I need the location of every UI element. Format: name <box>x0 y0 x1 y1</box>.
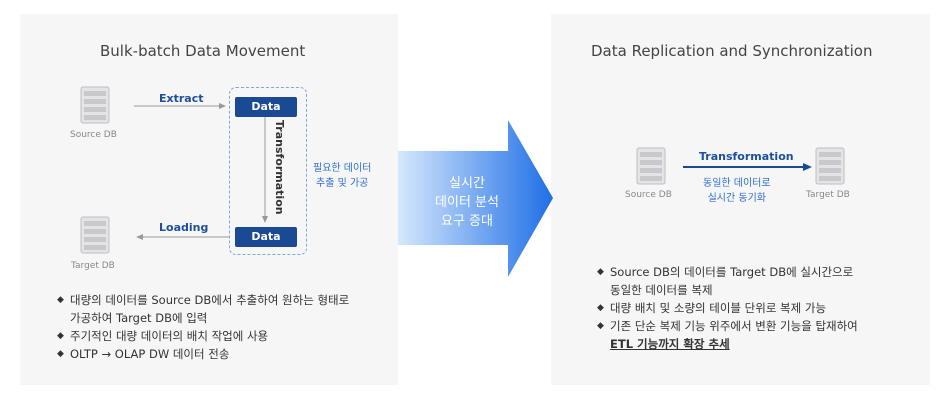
list-item: ◆ Source DB의 데이터를 Target DB에 실시간으로 동일한 데… <box>597 265 854 297</box>
left-bullet-list: ◆ 대량의 데이터를 Source DB에서 추출하여 원하는 형태로 가공하여… <box>57 291 349 363</box>
right-note-line1: 동일한 데이터로 <box>703 178 771 189</box>
center-line2: 데이터 분석 <box>435 195 499 210</box>
list-item: ◆ 주기적인 대량 데이터의 배치 작업에 사용 <box>57 329 269 343</box>
left-source-db-label: Source DB <box>70 130 117 140</box>
center-arrow-text: 실시간 데이터 분석 요구 증대 <box>424 174 510 231</box>
diamond-bullet-icon: ◆ <box>57 331 64 341</box>
server-db-icon <box>80 86 110 124</box>
diamond-bullet-icon: ◆ <box>597 303 604 313</box>
right-source-db-label: Source DB <box>625 190 672 200</box>
list-item: ◆ 대량 배치 및 소량의 테이블 단위로 복제 가능 <box>597 301 827 315</box>
left-note-line2: 추출 및 가공 <box>316 178 369 189</box>
transformation-down-arrow <box>262 117 268 223</box>
right-note-line2: 실시간 동기화 <box>707 193 766 204</box>
transformation-frame <box>229 87 307 255</box>
list-item: ◆ 기존 단순 복제 기능 위주에서 변환 기능을 탑재하여 ETL 기능까지 … <box>597 319 858 351</box>
diamond-bullet-icon: ◆ <box>597 267 604 277</box>
server-db-icon <box>80 216 110 254</box>
replication-title: Data Replication and Synchronization <box>591 42 873 60</box>
extract-arrow <box>134 103 226 109</box>
loading-label: Loading <box>159 221 209 234</box>
extract-label: Extract <box>159 92 204 105</box>
transformation-vertical-label: Transformation <box>273 120 286 215</box>
right-note: 동일한 데이터로 실시간 동기화 <box>703 176 771 206</box>
left-note-line1: 필요한 데이터 <box>313 163 372 174</box>
server-db-icon <box>815 147 845 185</box>
left-target-db-label: Target DB <box>71 261 115 271</box>
right-target-db-label: Target DB <box>806 190 850 200</box>
right-bullet-list: ◆ Source DB의 데이터를 Target DB에 실시간으로 동일한 데… <box>597 263 858 353</box>
list-item: ◆ OLTP → OLAP DW 데이터 전송 <box>57 347 230 361</box>
data-box-bottom: Data <box>235 227 297 247</box>
right-transformation-arrow <box>683 163 812 171</box>
loading-arrow <box>136 234 229 240</box>
bulk-batch-title: Bulk-batch Data Movement <box>100 42 306 60</box>
replication-panel <box>551 14 930 385</box>
bulk-batch-panel <box>20 14 398 385</box>
server-db-icon <box>636 147 666 185</box>
left-note: 필요한 데이터 추출 및 가공 <box>313 161 371 191</box>
diamond-bullet-icon: ◆ <box>57 295 64 305</box>
diamond-bullet-icon: ◆ <box>57 349 64 359</box>
list-item: ◆ 대량의 데이터를 Source DB에서 추출하여 원하는 형태로 가공하여… <box>57 293 350 325</box>
center-line3: 요구 증대 <box>441 214 493 229</box>
center-line1: 실시간 <box>449 176 485 191</box>
data-box-top: Data <box>235 97 297 117</box>
diamond-bullet-icon: ◆ <box>597 321 604 331</box>
big-transition-arrow <box>398 120 553 277</box>
right-transformation-label: Transformation <box>699 150 794 163</box>
